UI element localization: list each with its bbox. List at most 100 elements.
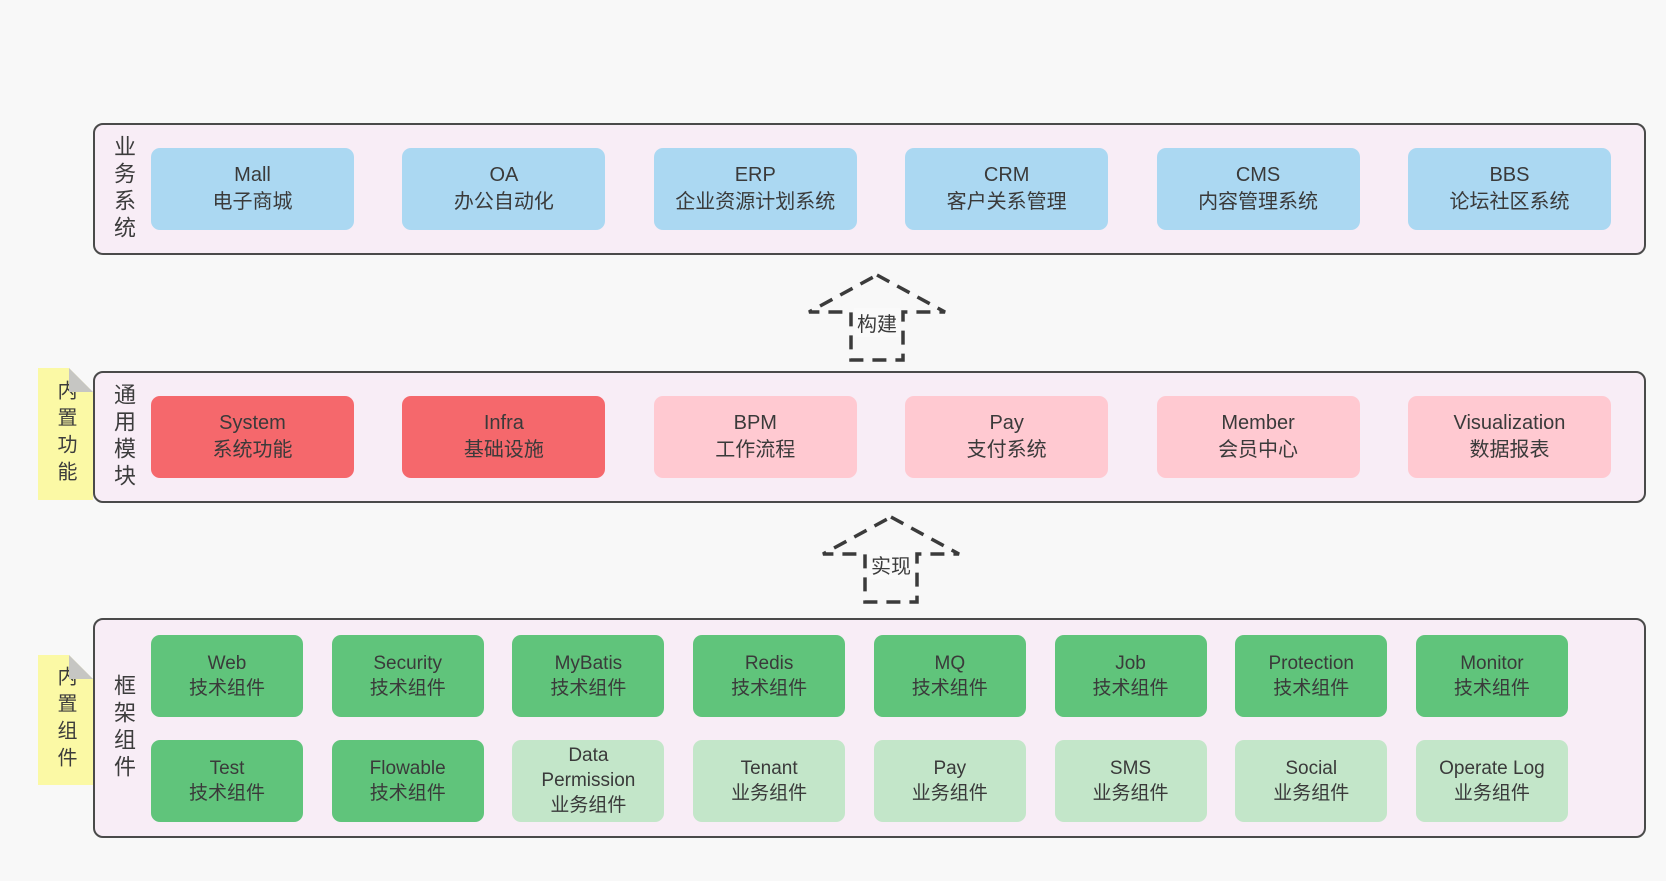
box-visualization: Visualization 数据报表 <box>1407 396 1611 478</box>
box-desc: 客户关系管理 <box>946 191 1067 213</box>
box-data-permission: Data Permission 业务组件 <box>512 739 665 822</box>
box-desc: 支付系统 <box>966 439 1047 461</box>
box-desc: 数据报表 <box>1469 439 1550 461</box>
box-name: System <box>219 412 286 434</box>
box-name: CMS <box>1235 164 1281 186</box>
box-desc: 业务组件 <box>1453 782 1530 804</box>
box-flowable: Flowable 技术组件 <box>331 739 484 822</box>
box-job: Job 技术组件 <box>1054 634 1207 717</box>
arrow-implement: 实现 <box>806 514 976 606</box>
sticky-text: 内置功能 <box>54 380 76 488</box>
layer-label-column: 业务系统 <box>95 125 151 253</box>
layer-business-systems: 业务系统 Mall 电子商城 OA 办公自动化 ERP 企业资源计划系统 CRM… <box>93 123 1646 255</box>
box-desc: 技术组件 <box>911 677 988 699</box>
box-social: Social 业务组件 <box>1235 739 1388 822</box>
box-name: MyBatis <box>554 652 623 674</box>
box-desc: 办公自动化 <box>453 191 554 213</box>
box-desc: 技术组件 <box>550 677 627 699</box>
arrow-label: 构建 <box>854 308 900 337</box>
box-name: Pay <box>933 757 967 779</box>
component-boxes-grid: Web 技术组件 Security 技术组件 MyBatis 技术组件 Redi… <box>151 620 1644 836</box>
layer-label-column: 框架组件 <box>95 620 151 836</box>
box-monitor: Monitor 技术组件 <box>1415 634 1568 717</box>
box-security: Security 技术组件 <box>331 634 484 717</box>
module-boxes-row: System 系统功能 Infra 基础设施 BPM 工作流程 Pay 支付系统… <box>151 373 1644 501</box>
box-desc: 系统功能 <box>212 439 293 461</box>
up-arrow-icon <box>822 515 960 604</box>
box-name: Mall <box>234 164 271 186</box>
box-desc: 技术组件 <box>369 782 446 804</box>
box-redis: Redis 技术组件 <box>693 634 846 717</box>
box-name: Flowable <box>369 757 446 779</box>
box-mq: MQ 技术组件 <box>873 634 1026 717</box>
sticky-note-builtin-components: 内置组件 <box>38 655 93 785</box>
box-name: BBS <box>1489 164 1530 186</box>
box-name: Operate Log <box>1439 757 1545 779</box>
box-name: Member <box>1221 412 1295 434</box>
box-pay-component: Pay 业务组件 <box>873 739 1026 822</box>
box-test: Test 技术组件 <box>151 739 303 822</box>
layer-title: 通用模块 <box>111 383 136 491</box>
box-desc: 会员中心 <box>1218 439 1299 461</box>
sticky-fold-corner <box>69 368 93 392</box>
component-row-1: Web 技术组件 Security 技术组件 MyBatis 技术组件 Redi… <box>151 634 1568 717</box>
box-desc: 企业资源计划系统 <box>675 191 836 213</box>
box-name: Test <box>209 757 245 779</box>
box-mall: Mall 电子商城 <box>151 148 354 230</box>
arrow-build: 构建 <box>792 272 962 364</box>
box-name: Infra <box>483 412 524 434</box>
box-name: ERP <box>734 164 776 186</box>
box-oa: OA 办公自动化 <box>402 148 606 230</box>
box-name: Security <box>373 652 443 674</box>
sticky-text: 内置组件 <box>54 666 76 774</box>
box-name: Social <box>1285 757 1338 779</box>
box-system: System 系统功能 <box>151 396 354 478</box>
component-row-2: Test 技术组件 Flowable 技术组件 Data Permission … <box>151 739 1568 822</box>
box-operate-log: Operate Log 业务组件 <box>1415 739 1568 822</box>
box-desc: 业务组件 <box>911 782 988 804</box>
layer-title: 框架组件 <box>111 674 136 782</box>
layer-framework-components: 框架组件 Web 技术组件 Security 技术组件 MyBatis 技术组件… <box>93 618 1646 838</box>
box-desc: 业务组件 <box>1273 782 1350 804</box>
box-tenant: Tenant 业务组件 <box>693 739 846 822</box>
box-desc: 技术组件 <box>188 677 265 699</box>
box-desc: 技术组件 <box>1453 677 1530 699</box>
box-desc: 业务组件 <box>550 795 627 816</box>
box-name: CRM <box>983 164 1030 186</box>
arrow-label: 实现 <box>868 550 914 579</box>
box-desc: 内容管理系统 <box>1198 191 1319 213</box>
box-name: Tenant <box>740 757 798 779</box>
box-name: Data Permission <box>541 745 636 791</box>
sticky-note-builtin-functions: 内置功能 <box>38 368 93 500</box>
box-name: Redis <box>744 652 794 674</box>
box-desc: 业务组件 <box>731 782 808 804</box>
box-cms: CMS 内容管理系统 <box>1156 148 1360 230</box>
box-desc: 技术组件 <box>731 677 808 699</box>
box-protection: Protection 技术组件 <box>1235 634 1388 717</box>
box-name: Job <box>1115 652 1146 674</box>
box-pay-system: Pay 支付系统 <box>905 396 1109 478</box>
up-arrow-icon <box>808 273 946 362</box>
box-desc: 技术组件 <box>1273 677 1350 699</box>
box-desc: 技术组件 <box>369 677 446 699</box>
box-desc: 业务组件 <box>1092 782 1169 804</box>
box-member: Member 会员中心 <box>1156 396 1360 478</box>
box-bpm: BPM 工作流程 <box>653 396 857 478</box>
layer-common-modules: 通用模块 System 系统功能 Infra 基础设施 BPM 工作流程 Pay… <box>93 371 1646 503</box>
box-name: Visualization <box>1453 412 1566 434</box>
box-desc: 技术组件 <box>1092 677 1169 699</box>
box-name: BPM <box>733 412 777 434</box>
box-name: Pay <box>989 412 1024 434</box>
box-name: SMS <box>1109 757 1152 779</box>
layer-title: 业务系统 <box>111 135 136 243</box>
box-desc: 论坛社区系统 <box>1449 191 1570 213</box>
box-name: OA <box>489 164 519 186</box>
business-boxes-row: Mall 电子商城 OA 办公自动化 ERP 企业资源计划系统 CRM 客户关系… <box>151 125 1644 253</box>
box-mybatis: MyBatis 技术组件 <box>512 634 665 717</box>
sticky-fold-corner <box>69 655 93 679</box>
layer-label-column: 通用模块 <box>95 373 151 501</box>
box-name: MQ <box>934 652 966 674</box>
box-name: Web <box>207 652 247 674</box>
box-desc: 技术组件 <box>188 782 265 804</box>
